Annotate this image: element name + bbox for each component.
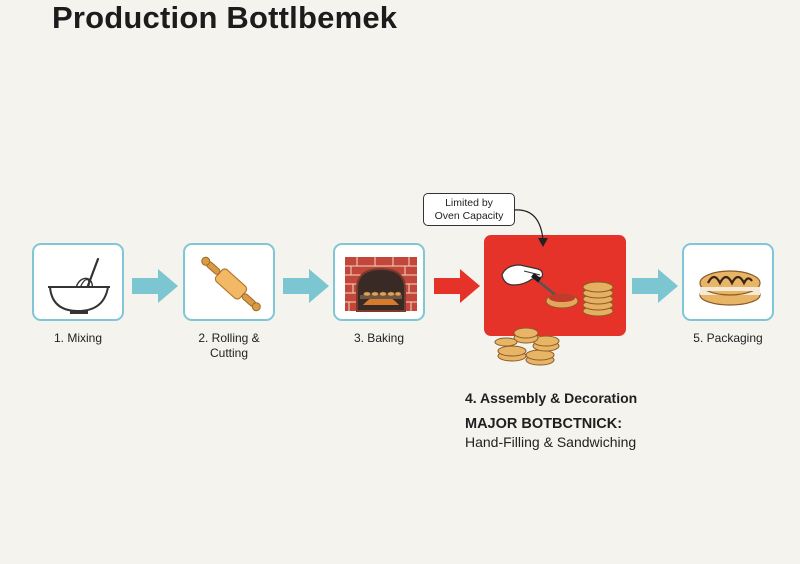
bottleneck-description: Hand-Filling & Sandwiching — [465, 434, 637, 450]
callout-note: Limited by Oven Capacity — [423, 193, 515, 226]
bottleneck-box — [484, 235, 626, 336]
flow-arrow-1 — [132, 269, 178, 303]
step-baking-box — [333, 243, 425, 321]
packaged-cookie-icon — [699, 270, 761, 306]
page-title: Production Bottlbemek — [52, 0, 398, 35]
callout-text: Limited by Oven Capacity — [434, 197, 504, 222]
rolling-pin-icon — [201, 256, 261, 312]
step-rolling-box — [183, 243, 275, 321]
step-label-mixing: 1. Mixing — [53, 331, 103, 345]
callout-pointer-arrow — [513, 209, 548, 247]
hand-filling-icon — [501, 264, 614, 317]
bottleneck-heading: MAJOR BOTBCTNICK: — [465, 416, 623, 432]
step-label-packaging: 5. Packaging — [693, 331, 763, 345]
step-label-baking: 3. Baking — [353, 331, 405, 345]
flow-arrow-3-bottleneck — [434, 269, 480, 303]
flow-arrow-2 — [283, 269, 329, 303]
cookie-pile-icon — [494, 327, 560, 366]
mixing-bowl-icon — [48, 257, 110, 314]
step-mixing-box — [32, 243, 124, 321]
oven-icon — [345, 257, 417, 312]
flow-arrow-4 — [632, 269, 678, 303]
step-label-rolling-text: 2. Rolling & Cutting — [198, 331, 260, 360]
bottleneck-stage-name: 4. Assembly & Decoration — [465, 390, 638, 406]
step-label-rolling: 2. Rolling & Cutting — [174, 331, 284, 361]
step-packaging-box — [682, 243, 774, 321]
